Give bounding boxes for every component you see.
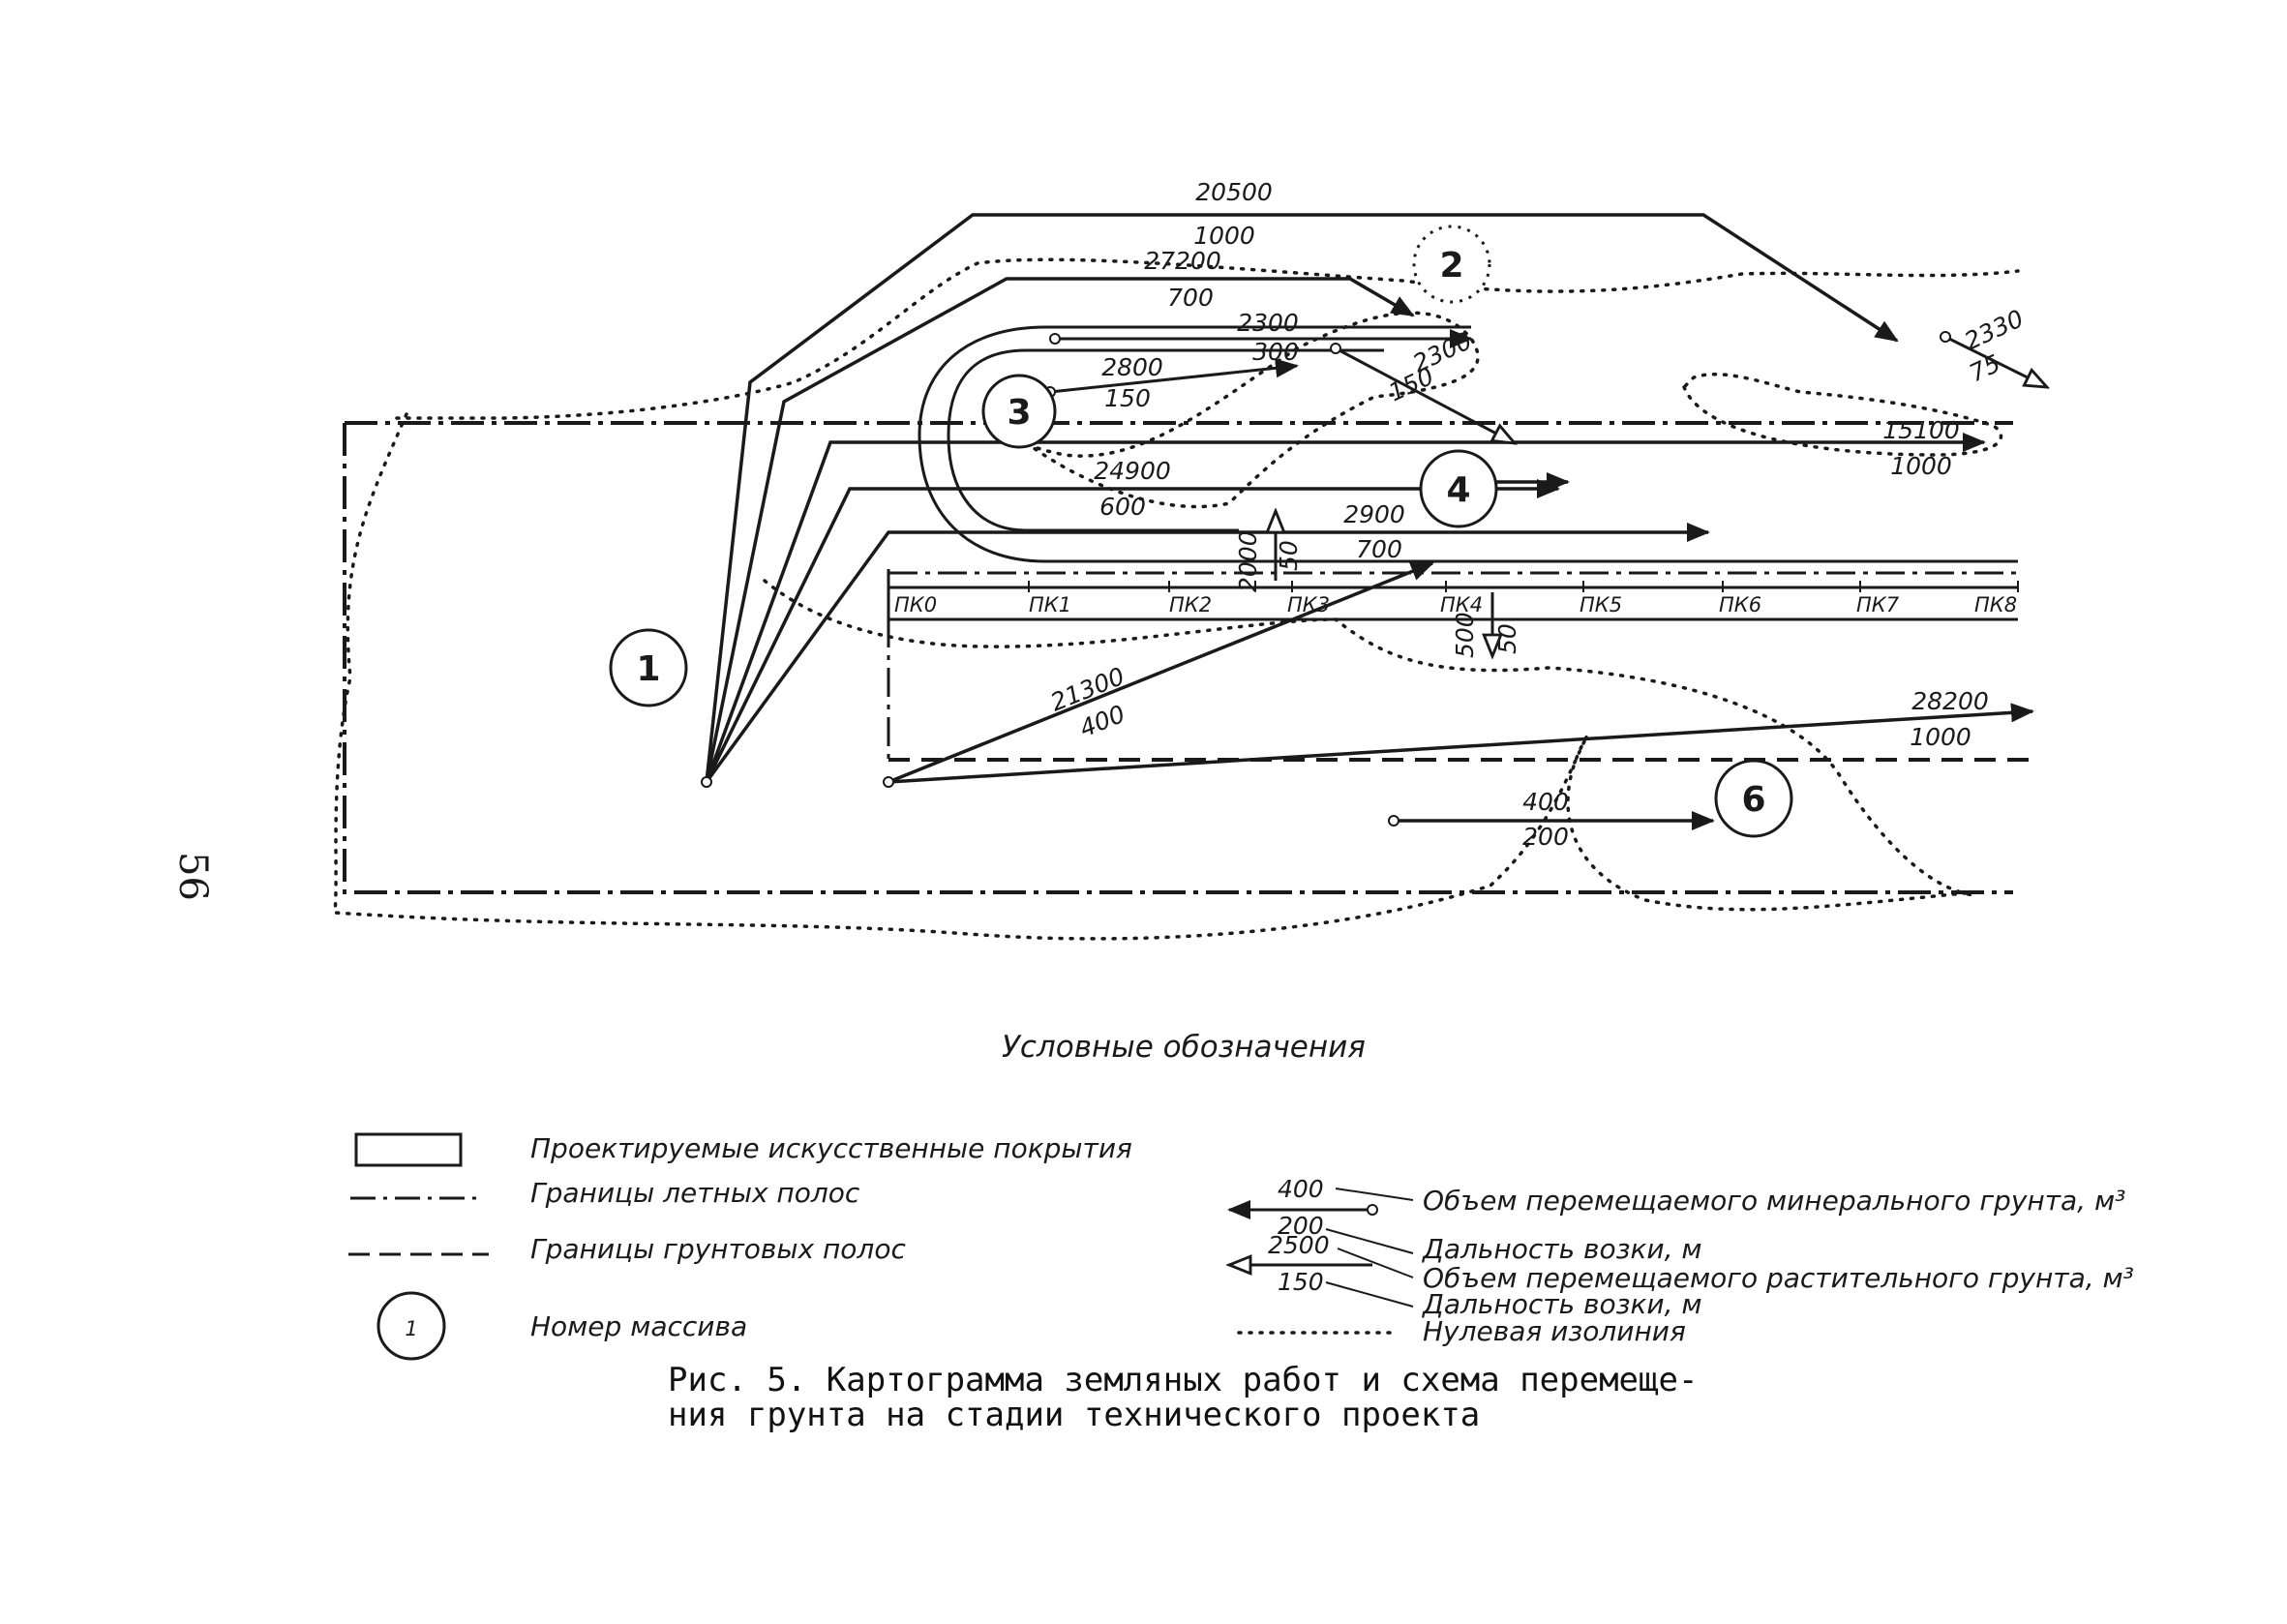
flow-volume-label: 400 — [1522, 788, 1569, 816]
flow-4-path — [1049, 358, 1299, 394]
legend-runway-border-label: Границы летных полос — [530, 1177, 860, 1209]
legend-soil-border-label: Границы грунтовых полос — [530, 1233, 906, 1265]
flow-distance-label: 50 — [1275, 540, 1303, 571]
massif-circle-1 — [609, 628, 688, 707]
legend-pavement-swatch — [354, 1132, 463, 1167]
flow-volume-label: 28200 — [1911, 687, 1989, 715]
picket-labels: ПК0 ПК1 ПК2 ПК3 ПК4 ПК5 ПК6 ПК7 ПК8 — [894, 593, 2017, 617]
flow-distance-label: 1000 — [1910, 723, 1971, 751]
flow-volume-label: 24900 — [1094, 457, 1171, 485]
picket-label: ПК0 — [894, 593, 937, 617]
picket-ticks — [888, 581, 2019, 592]
picket-label: ПК7 — [1856, 593, 1900, 617]
legend-mineral-distance-example: 200 — [1278, 1212, 1324, 1240]
flow-9b-path — [705, 523, 1710, 784]
flow-distance-label: 50 — [1493, 623, 1521, 654]
legend-title: Условные обозначения — [1002, 1030, 1366, 1065]
massif-number: 6 — [1741, 780, 1765, 820]
massif-number: 4 — [1446, 470, 1470, 510]
flow-2-path — [705, 277, 1415, 783]
legend-mineral-start — [1367, 1204, 1378, 1216]
earthwork-plan — [333, 213, 2047, 941]
massif-number: 3 — [1007, 393, 1031, 433]
legend-vegetation-distance-label: Дальность возки, м — [1421, 1288, 1702, 1320]
flow-labels: 20500 1000 27200 700 2300 300 2800 150 2… — [1046, 178, 2028, 851]
picket-label: ПК5 — [1580, 593, 1622, 617]
massif-numbers: 1 2 3 4 6 — [636, 246, 1765, 820]
flow-distance-label: 200 — [1522, 823, 1569, 851]
flow-volume-label: 500 — [1451, 612, 1479, 658]
legend-massif-swatch — [376, 1291, 446, 1361]
zero-isoline-top — [395, 257, 2020, 420]
flow-distance-label: 700 — [1356, 535, 1402, 563]
flow-distance-label: 300 — [1252, 338, 1299, 366]
page-number: 56 — [170, 852, 215, 901]
flow-distance-label: 150 — [1104, 384, 1151, 412]
flow-distance-label: 700 — [1167, 284, 1214, 312]
figure-caption-line-1: Рис. 5. Картограмма земляных работ и схе… — [668, 1361, 1698, 1399]
legend-vegetation-volume-example: 2500 — [1268, 1231, 1330, 1259]
flow-8-path — [705, 433, 1986, 783]
zero-isoline — [333, 412, 1976, 941]
legend-zero-isoline-label: Нулевая изолиния — [1423, 1315, 1686, 1347]
flow-1-path — [705, 213, 1899, 783]
massif-circle-4 — [1419, 449, 1498, 528]
legend-leader-lines — [1325, 1188, 1414, 1308]
flow-distance-label: 600 — [1099, 493, 1146, 521]
flow-start-points — [701, 331, 1951, 827]
runway-border-inner — [887, 569, 2018, 760]
legend-massif-label: Номер массива — [530, 1310, 747, 1342]
picket-label: ПК1 — [1029, 593, 1071, 617]
massif-circle-6 — [1714, 759, 1793, 838]
flow-volume-label: 2000 — [1234, 530, 1262, 592]
picket-label: ПК8 — [1974, 593, 2017, 617]
legend-massif-swatch-number: 1 — [405, 1317, 417, 1340]
legend-mineral-volume-example: 400 — [1278, 1175, 1324, 1203]
flow-volume-label: 20500 — [1195, 178, 1273, 206]
legend-pavement-label: Проектируемые искусственные покрытия — [530, 1132, 1132, 1164]
picket-label: ПК6 — [1719, 593, 1761, 617]
flow-volume-label: 27200 — [1144, 247, 1221, 275]
legend-vegetation-distance-example: 150 — [1278, 1268, 1324, 1296]
picket-label: ПК2 — [1169, 593, 1212, 617]
flow-volume-label: 2330 — [1960, 304, 2028, 355]
massif-number: 1 — [636, 649, 660, 689]
pavement-strip — [887, 586, 2018, 621]
contour-loop-inner — [947, 348, 1384, 532]
legend: Условные обозначения Проектируемые искус… — [348, 1030, 2134, 1361]
legend-mineral-distance-label: Дальность возки, м — [1421, 1233, 1702, 1265]
massif-circle-2 — [1412, 225, 1491, 304]
legend-vegetation-volume-label: Объем перемещаемого растительного грунта… — [1423, 1262, 2134, 1294]
picket-label: ПК4 — [1440, 593, 1483, 617]
flow-5-path — [1335, 346, 1515, 443]
flow-volume-label: 2300 — [1237, 309, 1299, 337]
flow-volume-label: 15100 — [1882, 416, 1960, 444]
flow-distance-label: 1000 — [1890, 452, 1952, 480]
flow-9-path — [705, 479, 1560, 783]
massif-number: 2 — [1439, 246, 1463, 286]
flow-12-path — [888, 561, 1434, 784]
flow-distance-label: 1000 — [1193, 222, 1255, 250]
flow-distance-label: 400 — [1075, 700, 1128, 743]
runway-border-outer — [343, 421, 2013, 894]
flow-6-path — [1944, 335, 2047, 387]
legend-mineral-volume-label: Объем перемещаемого минерального грунта,… — [1423, 1185, 2125, 1217]
flow-volume-label: 2800 — [1101, 353, 1163, 381]
figure-caption-line-2: ния грунта на стадии технического проект… — [668, 1396, 1480, 1434]
zero-isoline-middle — [763, 579, 1976, 897]
flow-13-path — [888, 703, 2034, 784]
contour-loop — [918, 325, 2018, 563]
massif-circle-3 — [981, 374, 1057, 449]
flow-volume-label: 2900 — [1343, 500, 1405, 528]
picket-label: ПК3 — [1287, 593, 1330, 617]
